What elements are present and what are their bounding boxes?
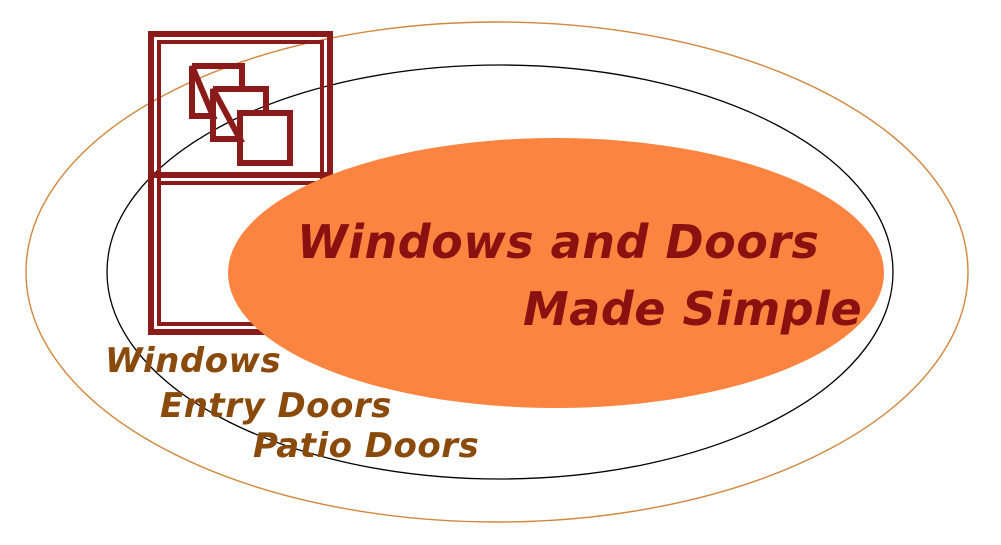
outer-ellipse-outline [25,21,969,523]
logo-square-front [237,110,293,166]
product-label-windows: Windows [105,341,281,381]
tagline-line-1: Windows and Doors [297,215,819,269]
tagline-line-2: Made Simple [523,282,862,336]
orange-ellipse [228,138,884,408]
logo-square-back [189,63,245,119]
product-label-entry-doors: Entry Doors [160,386,392,426]
product-label-patio-doors: Patio Doors [253,426,479,466]
logo-square-middle [210,86,269,142]
inner-ellipse-outline [106,64,894,480]
